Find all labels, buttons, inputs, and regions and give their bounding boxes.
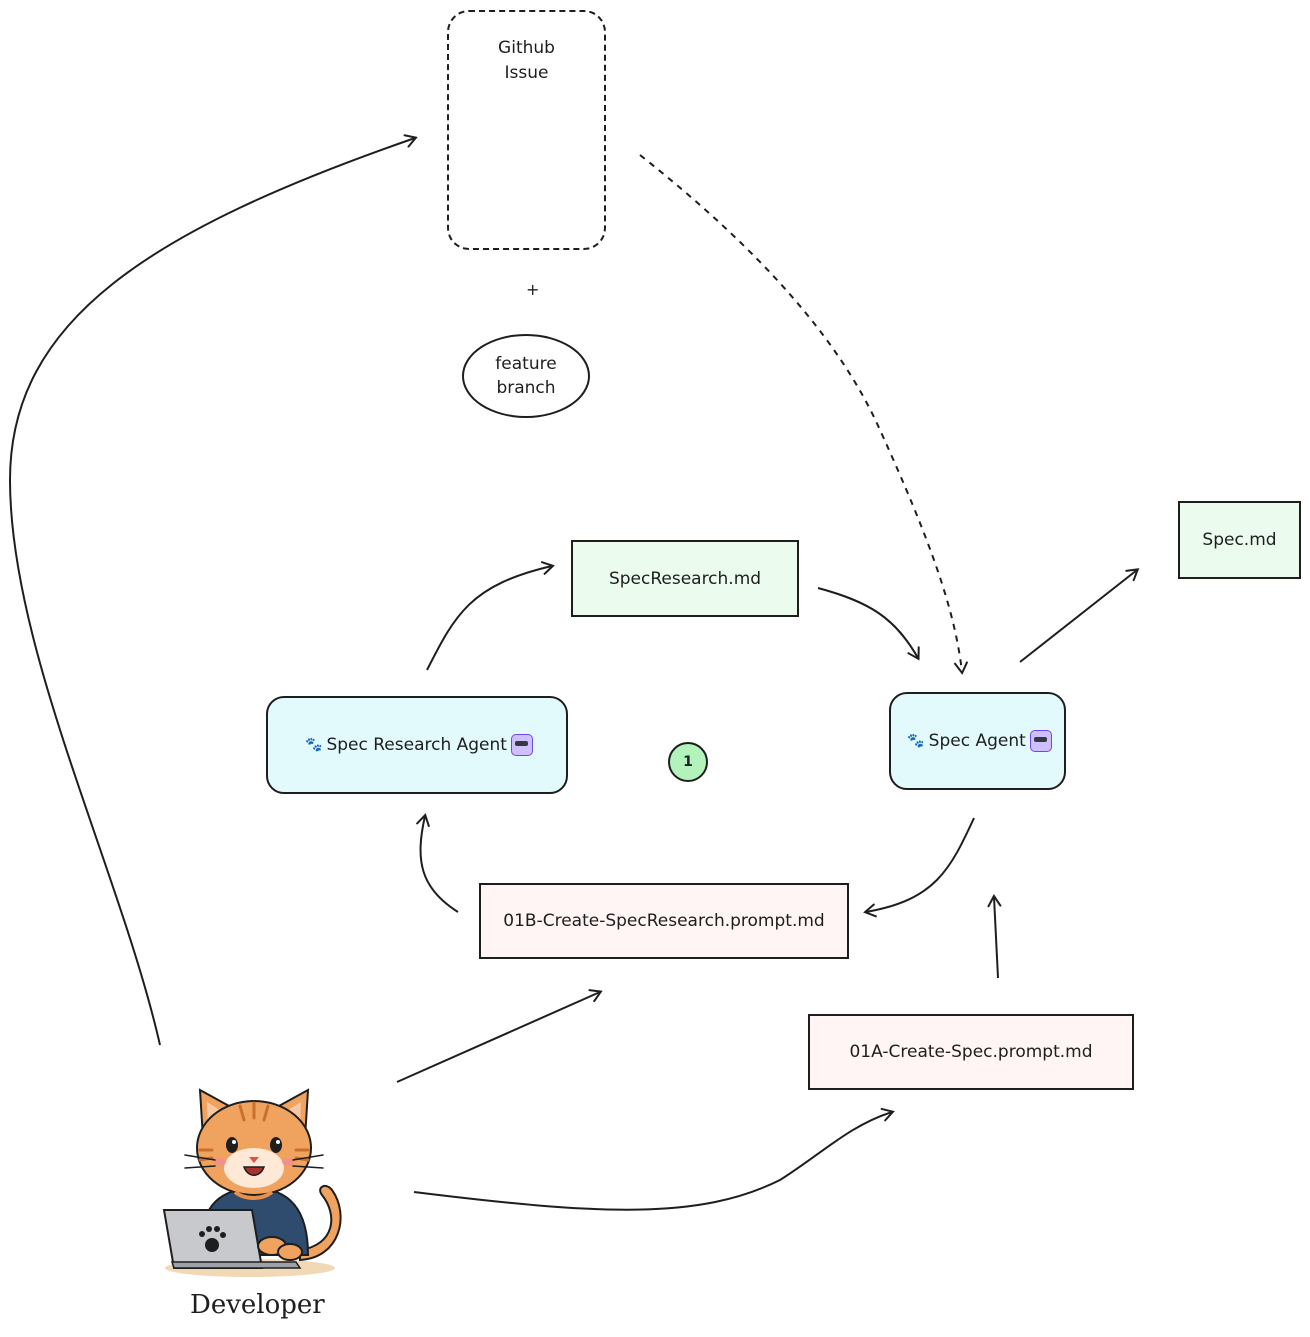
github-issue-card[interactable]: Github Issue: [447, 10, 606, 250]
spec-file-node[interactable]: Spec.md: [1178, 501, 1301, 579]
github-issue-label-line1: Github: [498, 38, 555, 58]
feature-branch-label-line2: branch: [496, 378, 556, 398]
prompt-a-node[interactable]: 01A-Create-Spec.prompt.md: [808, 1014, 1134, 1090]
specresearch-file-node[interactable]: SpecResearch.md: [571, 540, 799, 617]
spec-research-agent-label: Spec Research Agent: [326, 735, 507, 755]
spec-agent-node[interactable]: 🐾 Spec Agent: [889, 692, 1066, 790]
feature-branch-node[interactable]: feature branch: [462, 334, 590, 418]
arrow-prompt-b-to-research-agent: [416, 813, 459, 913]
spec-agent-label: Spec Agent: [928, 731, 1026, 751]
arrow-issue-to-spec-agent: [639, 154, 968, 675]
arrow-developer-to-prompt-b: [396, 989, 603, 1083]
prompt-b-node[interactable]: 01B-Create-SpecResearch.prompt.md: [479, 883, 849, 959]
specresearch-file-label: SpecResearch.md: [608, 568, 762, 589]
spec-research-agent-node[interactable]: 🐾 Spec Research Agent: [266, 696, 568, 794]
paw-prints-icon: 🐾: [907, 733, 925, 749]
spec-file-label: Spec.md: [1202, 530, 1277, 550]
prompt-a-label: 01A-Create-Spec.prompt.md: [849, 1042, 1093, 1062]
robot-icon: [1029, 730, 1052, 752]
robot-icon: [510, 734, 533, 756]
arrow-specresearch-to-spec-agent: [817, 587, 920, 661]
arrow-spec-agent-to-prompt-b: [863, 817, 975, 918]
arrow-spec-agent-to-spec: [1019, 568, 1140, 663]
arrow-prompt-a-to-spec-agent: [987, 894, 1002, 979]
arrow-research-agent-to-specresearch: [426, 561, 555, 671]
arrow-developer-to-issue: [8, 134, 418, 1046]
developer-label: Developer: [190, 1290, 325, 1320]
paw-prints-icon: 🐾: [305, 737, 323, 753]
arrow-developer-to-prompt-a: [413, 1107, 895, 1211]
cat-developer-icon: [162, 1088, 342, 1277]
prompt-b-label: 01B-Create-SpecResearch.prompt.md: [503, 911, 825, 931]
plus-sign: +: [526, 280, 540, 299]
step-badge: 1: [668, 742, 708, 782]
feature-branch-label-line1: feature: [495, 354, 557, 374]
github-issue-label-line2: Issue: [504, 63, 549, 83]
